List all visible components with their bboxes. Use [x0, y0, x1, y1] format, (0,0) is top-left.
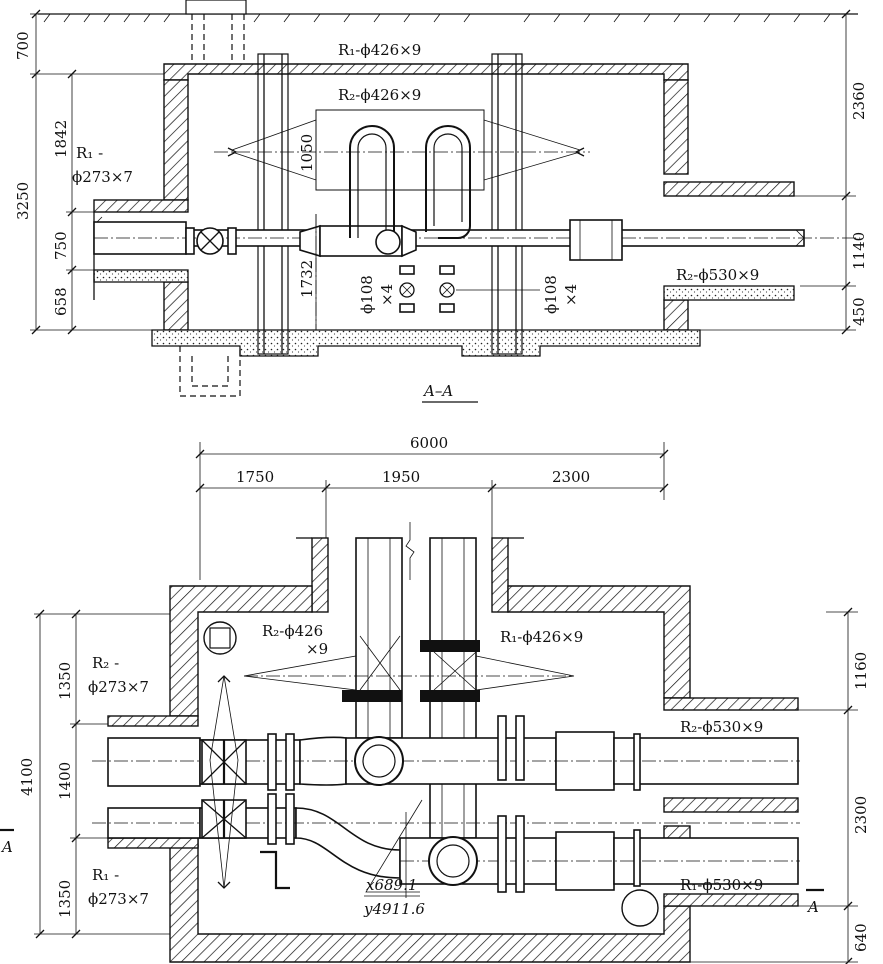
label-r2-530-right: R₂-ϕ530×9 — [676, 266, 759, 284]
floor-slab — [151, 329, 701, 357]
section-mark-left: A — [0, 828, 14, 856]
label-r1-426-top: R₁-ϕ426×9 — [338, 41, 421, 59]
reducer-section — [299, 219, 623, 261]
flange-r2 — [342, 690, 402, 702]
label-r1-273-left-b: ϕ273×7 — [72, 168, 133, 186]
drain-valve-a — [399, 265, 415, 313]
label-r2-273-plan-b: ϕ273×7 — [88, 678, 149, 696]
label-r1-426-plan: R₁-ϕ426×9 — [500, 628, 583, 646]
dim-4100: 4100 — [18, 758, 36, 796]
flange-r1-top — [420, 640, 480, 652]
label-r2-426-plan-b: ×9 — [306, 640, 328, 658]
flange-r1-bottom — [420, 690, 480, 702]
section-mark-right: A — [806, 888, 824, 916]
roof-sleeve-left — [257, 53, 289, 355]
bracing-top — [243, 655, 575, 691]
section-view: R₁-ϕ426×9 R₂-ϕ426×9 R₁ - ϕ273×7 R₂-ϕ530×… — [14, 0, 868, 403]
roof-sleeve-right — [491, 53, 523, 355]
riser-r1-section — [425, 125, 471, 239]
svg-text:A: A — [806, 898, 819, 916]
label-r1-273-plan-b: ϕ273×7 — [88, 890, 149, 908]
dim-1842: 1842 — [52, 120, 70, 158]
drain-valve-b — [439, 265, 540, 313]
plan-riser-r1 — [429, 537, 477, 839]
label-phi108-a: ϕ108 — [358, 275, 376, 314]
roof-slab — [163, 63, 689, 81]
label-x4-a: ×4 — [378, 284, 396, 306]
dim-1160: 1160 — [852, 652, 870, 690]
plan-pipe-r1 — [92, 807, 800, 891]
elbow-r1 — [428, 836, 478, 886]
ground-line — [38, 13, 858, 23]
plan-duct-right — [663, 697, 799, 907]
manhole-square — [203, 621, 237, 655]
break-mark — [405, 522, 415, 580]
riser-r2-section — [349, 125, 401, 255]
right-wall — [663, 79, 689, 331]
label-r2-273-plan-a: R₂ - — [92, 654, 119, 672]
plan-flanges — [267, 715, 641, 893]
dim-450: 450 — [850, 297, 868, 326]
dim-1350-a: 1350 — [56, 662, 74, 700]
coord-y: y4911.6 — [363, 900, 425, 918]
corner-mark — [260, 850, 290, 890]
dim-640: 640 — [852, 923, 870, 952]
label-r2-426-top: R₂-ϕ426×9 — [338, 86, 421, 104]
label-phi108-b: ϕ108 — [542, 275, 560, 314]
dim-1950: 1950 — [382, 468, 420, 486]
dim-658: 658 — [52, 287, 70, 316]
coord-x: x689.1 — [366, 876, 417, 894]
label-r2-530-plan: R₂-ϕ530×9 — [680, 718, 763, 736]
elbow-r2 — [354, 736, 404, 786]
label-r1-530-plan: R₁-ϕ530×9 — [680, 876, 763, 894]
section-dimensions-right — [688, 9, 856, 335]
dim-1732: 1732 — [298, 260, 316, 298]
plan-notch-walls — [296, 537, 524, 613]
dim-3250: 3250 — [14, 182, 32, 220]
plan-duct-left — [107, 715, 199, 849]
label-r1-273-left-a: R₁ - — [76, 144, 103, 162]
svg-text:A: A — [0, 838, 13, 856]
plan-riser-r2 — [355, 537, 403, 739]
dim-2300-top: 2300 — [552, 468, 590, 486]
dim-1140: 1140 — [850, 232, 868, 270]
plan-pipe-r2 — [92, 731, 800, 791]
label-x4-b: ×4 — [562, 284, 580, 306]
plan-view: 6000 1750 1950 2300 — [0, 434, 870, 964]
valve-marks — [359, 635, 477, 691]
plan-valve-r2 — [201, 739, 247, 785]
dim-1050: 1050 — [298, 134, 316, 172]
vent-shaft-top — [185, 0, 247, 70]
dim-700: 700 — [14, 31, 32, 60]
sump-outline — [179, 346, 241, 397]
dim-2300-right: 2300 — [852, 796, 870, 834]
plan-dimensions-left — [34, 609, 170, 939]
dim-6000: 6000 — [410, 434, 448, 452]
riser-frame — [214, 109, 590, 191]
dim-1400: 1400 — [56, 762, 74, 800]
dim-1350-b: 1350 — [56, 880, 74, 918]
bracing-left — [209, 675, 239, 889]
gate-valve-section — [185, 227, 237, 255]
plan-dimensions-top — [195, 442, 669, 580]
dim-2360: 2360 — [850, 82, 868, 120]
plan-valve-r1 — [201, 799, 247, 839]
label-r2-426-plan-a: R₂-ϕ426 — [262, 622, 323, 640]
dim-1750: 1750 — [236, 468, 274, 486]
coord-leader — [365, 799, 423, 893]
section-dimensions-left — [30, 9, 164, 335]
manhole-round — [621, 889, 659, 927]
section-title: A–A — [422, 382, 453, 400]
dim-750: 750 — [52, 231, 70, 260]
label-r1-273-plan-a: R₁ - — [92, 866, 119, 884]
plan-dimensions-right — [690, 607, 858, 964]
